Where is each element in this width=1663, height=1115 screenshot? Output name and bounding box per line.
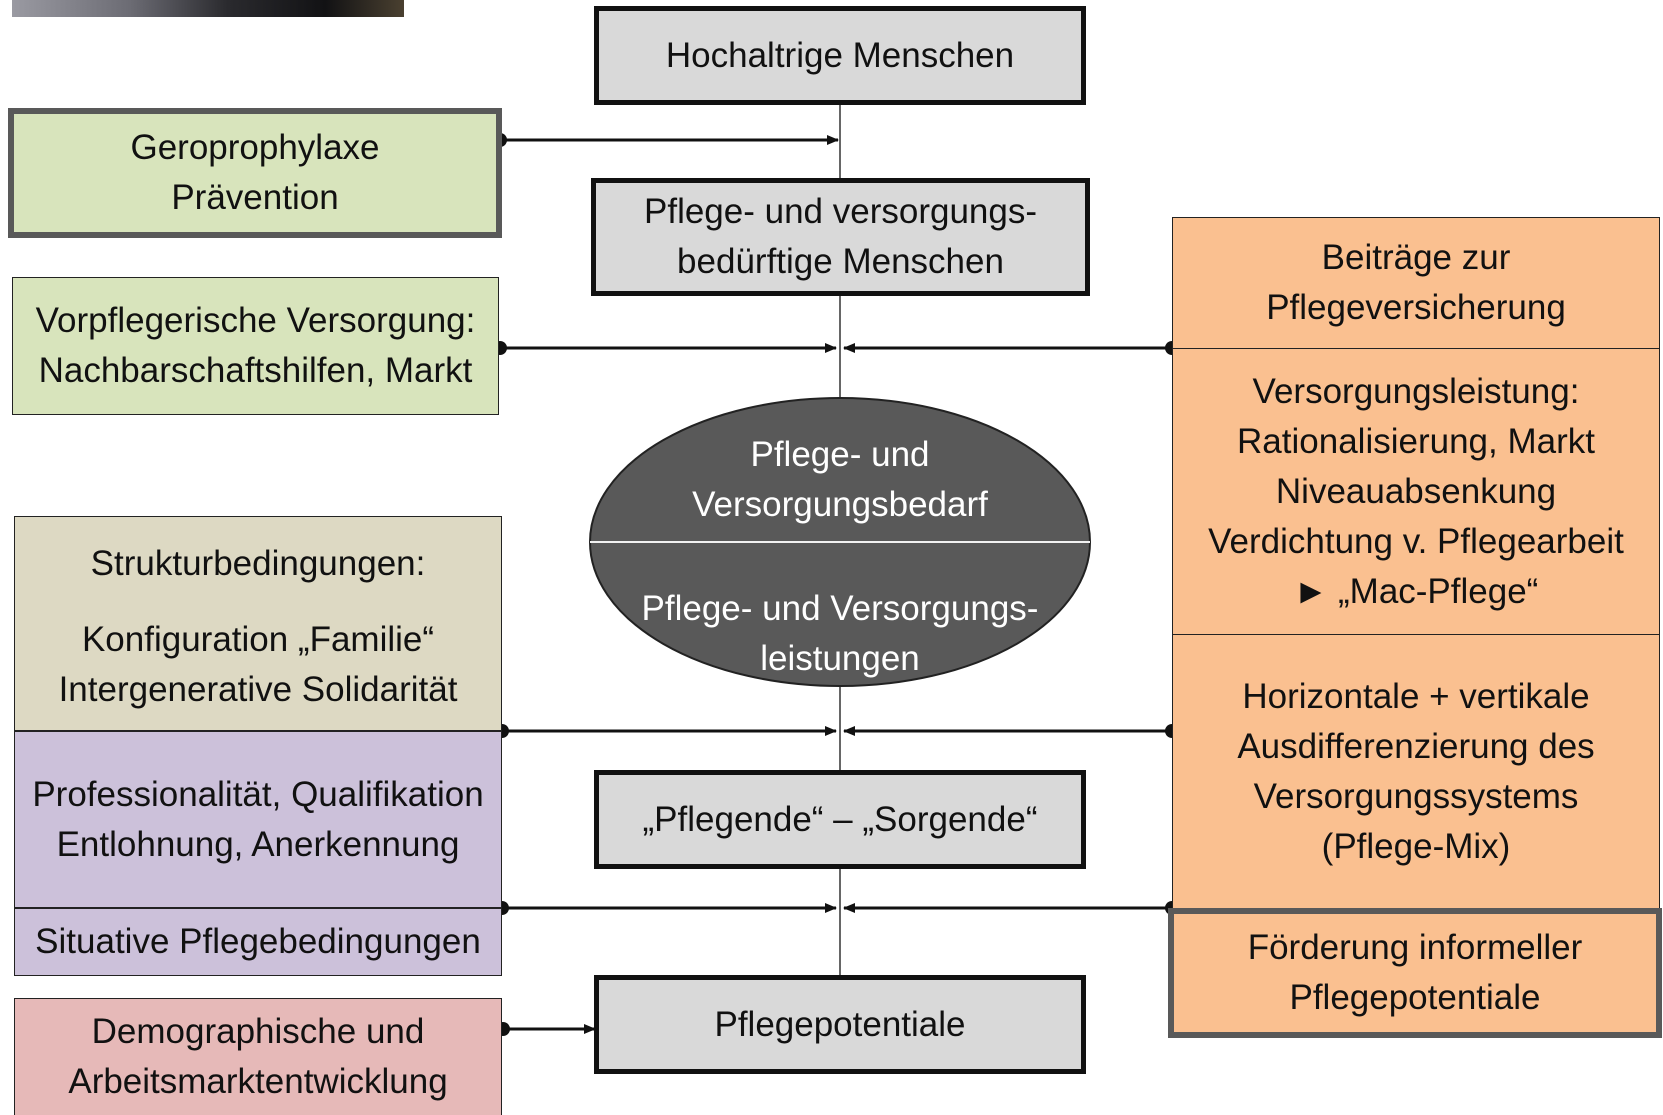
potentials-box-line: Pflegepotentiale xyxy=(714,1004,966,1044)
ellipse-lower-text: Pflege- und Versorgungs- leistungen xyxy=(600,582,1080,686)
struktur-title: Strukturbedingungen: xyxy=(90,544,426,583)
vorpflege-line: Vorpflegerische Versorgung: xyxy=(35,301,476,340)
potentials-box: Pflegepotentiale xyxy=(594,975,1086,1074)
situative-box: Situative Pflegebedingungen xyxy=(14,908,502,976)
caregivers-box: „Pflegende“ – „Sorgende“ xyxy=(594,770,1086,869)
needy-box-line: Pflege- und versorgungs- xyxy=(644,192,1037,231)
foerderung-line: Förderung informeller xyxy=(1247,928,1583,967)
needy-box-line: bedürftige Menschen xyxy=(677,242,1004,281)
leistung-line: Rationalisierung, Markt xyxy=(1237,421,1595,461)
leistung-cell: Versorgungsleistung: Rationalisierung, M… xyxy=(1173,349,1659,635)
profession-line: Professionalität, Qualifikation xyxy=(32,774,484,814)
needy-box: Pflege- und versorgungs- bedürftige Mens… xyxy=(591,178,1090,296)
vorpflege-box: Vorpflegerische Versorgung: Nachbarschaf… xyxy=(12,277,499,415)
top-box-line: Hochaltrige Menschen xyxy=(665,35,1015,75)
vorpflege-line: Nachbarschaftshilfen, Markt xyxy=(38,351,473,390)
beitraege-cell: Beiträge zur Pflegeversicherung xyxy=(1173,218,1659,349)
right-panel: Beiträge zur Pflegeversicherung Versorgu… xyxy=(1172,217,1660,908)
ausdiff-line: (Pflege-Mix) xyxy=(1321,827,1511,866)
demographie-line: Demographische und xyxy=(91,1012,425,1051)
leistung-line: Verdichtung v. Pflegearbeit xyxy=(1208,521,1624,561)
gero-line: Geroprophylaxe xyxy=(130,128,380,167)
situative-line: Situative Pflegebedingungen xyxy=(35,922,481,961)
ausdiff-cell: Horizontale + vertikale Ausdifferenzieru… xyxy=(1173,635,1659,909)
gero-box: Geroprophylaxe Prävention xyxy=(8,108,502,238)
profession-box: Professionalität, Qualifikation Entlohnu… xyxy=(14,731,502,908)
gero-line: Prävention xyxy=(171,178,339,217)
struktur-line: Konfiguration „Familie“ xyxy=(81,620,435,659)
struktur-line: Intergenerative Solidarität xyxy=(58,670,458,709)
caregivers-box-line: „Pflegende“ – „Sorgende“ xyxy=(642,799,1038,839)
ausdiff-line: Versorgungssystems xyxy=(1253,777,1579,816)
ellipse-upper-line: Pflege- und xyxy=(750,435,930,474)
ausdiff-line: Horizontale + vertikale xyxy=(1242,677,1590,716)
photo-fragment xyxy=(12,0,404,17)
leistung-line: ► „Mac-Pflege“ xyxy=(1293,571,1539,611)
leistung-line: Versorgungsleistung: xyxy=(1252,371,1580,411)
beitraege-line: Pflegeversicherung xyxy=(1266,288,1566,327)
profession-line: Entlohnung, Anerkennung xyxy=(56,824,460,864)
ellipse-lower-line: Pflege- und Versorgungs- xyxy=(641,589,1039,628)
ellipse-upper-line: Versorgungsbedarf xyxy=(692,485,988,524)
ellipse-lower-line: leistungen xyxy=(760,639,920,678)
foerderung-line: Pflegepotentiale xyxy=(1289,978,1541,1017)
leistung-line: Niveauabsenkung xyxy=(1275,471,1557,511)
beitraege-line: Beiträge zur xyxy=(1321,238,1511,277)
demographie-box: Demographische und Arbeitsmarktentwicklu… xyxy=(14,998,502,1115)
ausdiff-line: Ausdifferenzierung des xyxy=(1237,727,1595,766)
foerderung-box: Förderung informeller Pflegepotentiale xyxy=(1168,908,1662,1038)
ellipse-upper-text: Pflege- und Versorgungsbedarf xyxy=(610,428,1070,532)
top-box: Hochaltrige Menschen xyxy=(594,6,1086,105)
demographie-line: Arbeitsmarktentwicklung xyxy=(68,1062,448,1101)
struktur-box: Strukturbedingungen: Konfiguration „Fami… xyxy=(14,516,502,731)
